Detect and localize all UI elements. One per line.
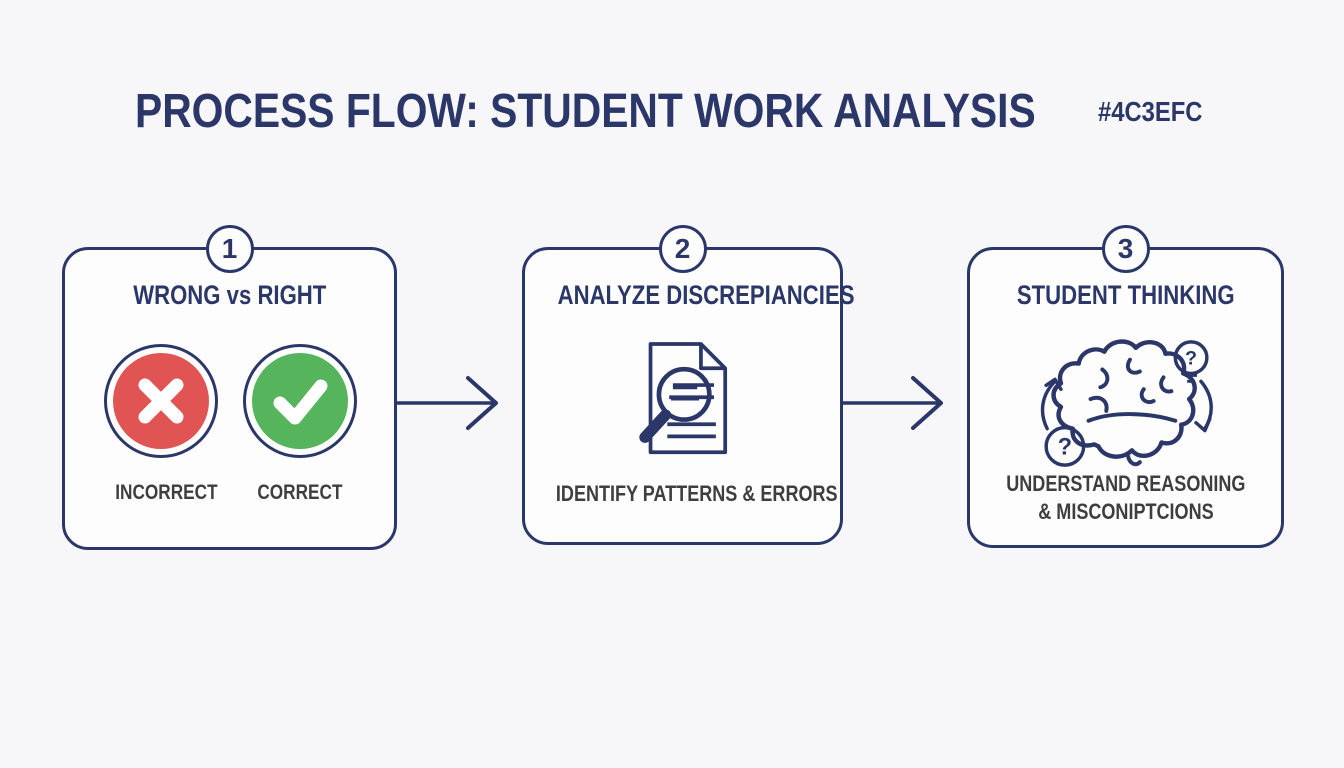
flow-arrow-right-icon <box>396 376 498 430</box>
x-circle-icon <box>104 344 218 458</box>
step-number: 1 <box>221 233 238 264</box>
incorrect-label-text: INCORRECT <box>115 481 218 504</box>
step-number-badge: 2 <box>658 225 707 273</box>
brain-question-icon: ? ? <box>1040 339 1213 467</box>
step-caption-line2: & MISCONIPTCIONS <box>1037 499 1214 524</box>
check-circle-glyph <box>252 353 348 449</box>
step-number-badge: 3 <box>1101 225 1150 273</box>
step-number: 3 <box>1117 233 1134 264</box>
card-title: WRONG vs RIGHT <box>65 280 394 311</box>
card-title-text: ANALYZE DISCREPIANCIES <box>557 280 855 310</box>
hex-color-text: #4C3EFC <box>1098 96 1203 127</box>
step-caption: UNDERSTAND REASONING & MISCONIPTCIONS <box>970 470 1281 526</box>
correct-label-text: CORRECT <box>257 481 343 504</box>
step-card-analyze-discrepancies: 2 ANALYZE DISCREPIANCIES IDENTIFY PATTER… <box>522 225 855 545</box>
x-circle-glyph <box>113 353 209 449</box>
step-number-badge: 1 <box>205 225 254 273</box>
check-circle-icon <box>243 344 357 458</box>
step-number: 2 <box>674 233 691 264</box>
flow-arrow-right-icon <box>841 376 943 430</box>
step-caption-line1: UNDERSTAND REASONING <box>1005 471 1246 496</box>
incorrect-label: INCORRECT <box>104 481 218 505</box>
correct-label: CORRECT <box>243 481 357 505</box>
card-title-text: STUDENT THINKING <box>1016 280 1235 310</box>
card-title: STUDENT THINKING <box>970 280 1281 311</box>
svg-text:?: ? <box>1185 348 1197 370</box>
step-caption-text: IDENTIFY PATTERNS & ERRORS <box>555 481 838 506</box>
page-title-text: PROCESS FLOW: STUDENT WORK ANALYSIS <box>135 85 1036 138</box>
card-title: ANALYZE DISCREPIANCIES <box>525 280 855 311</box>
hex-color-label: #4C3EFC <box>1098 96 1221 128</box>
svg-text:?: ? <box>1058 434 1072 460</box>
card-title-text: WRONG vs RIGHT <box>132 280 327 310</box>
step-card-student-thinking: 3 STUDENT THINKING ? ? UNDERSTAND REASON… <box>967 225 1284 548</box>
step-caption: IDENTIFY PATTERNS & ERRORS <box>525 481 840 507</box>
document-magnifier-icon <box>639 342 728 455</box>
page-title: PROCESS FLOW: STUDENT WORK ANALYSIS <box>135 84 1195 139</box>
step-card-wrong-vs-right: 1 WRONG vs RIGHT INCORRECT CORRECT <box>62 225 397 550</box>
